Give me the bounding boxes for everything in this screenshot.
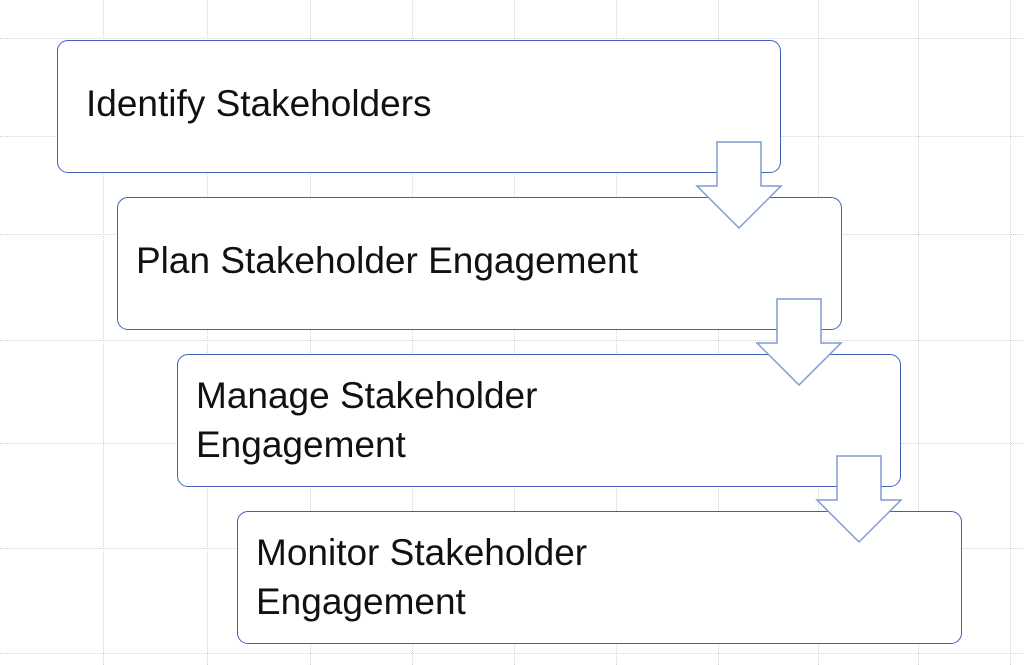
grid-line [0,340,1024,341]
step-label: Plan Stakeholder Engagement [136,240,638,282]
step-label: Monitor Stakeholder Engagement [256,531,588,622]
grid-line [514,0,515,665]
step-box-plan-engagement: Plan Stakeholder Engagement [117,197,842,330]
grid-line [207,0,208,665]
step-label: Manage Stakeholder Engagement [196,374,538,465]
step-box-identify-stakeholders: Identify Stakeholders [57,40,781,173]
grid-line [310,0,311,665]
arrow-shape [815,455,903,544]
step-label: Identify Stakeholders [86,83,432,125]
down-arrow-icon [755,298,843,387]
grid-line [718,0,719,665]
grid-line [0,653,1024,654]
arrow-shape [695,141,783,230]
grid-line [1010,0,1011,665]
grid-line [0,38,1024,39]
down-arrow-icon [815,455,903,544]
grid-line [412,0,413,665]
step-box-manage-engagement: Manage Stakeholder Engagement [177,354,901,487]
grid-line [616,0,617,665]
grid-line [918,0,919,665]
arrow-shape [755,298,843,387]
grid-line [103,0,104,665]
down-arrow-icon [695,141,783,230]
step-box-monitor-engagement: Monitor Stakeholder Engagement [237,511,962,644]
